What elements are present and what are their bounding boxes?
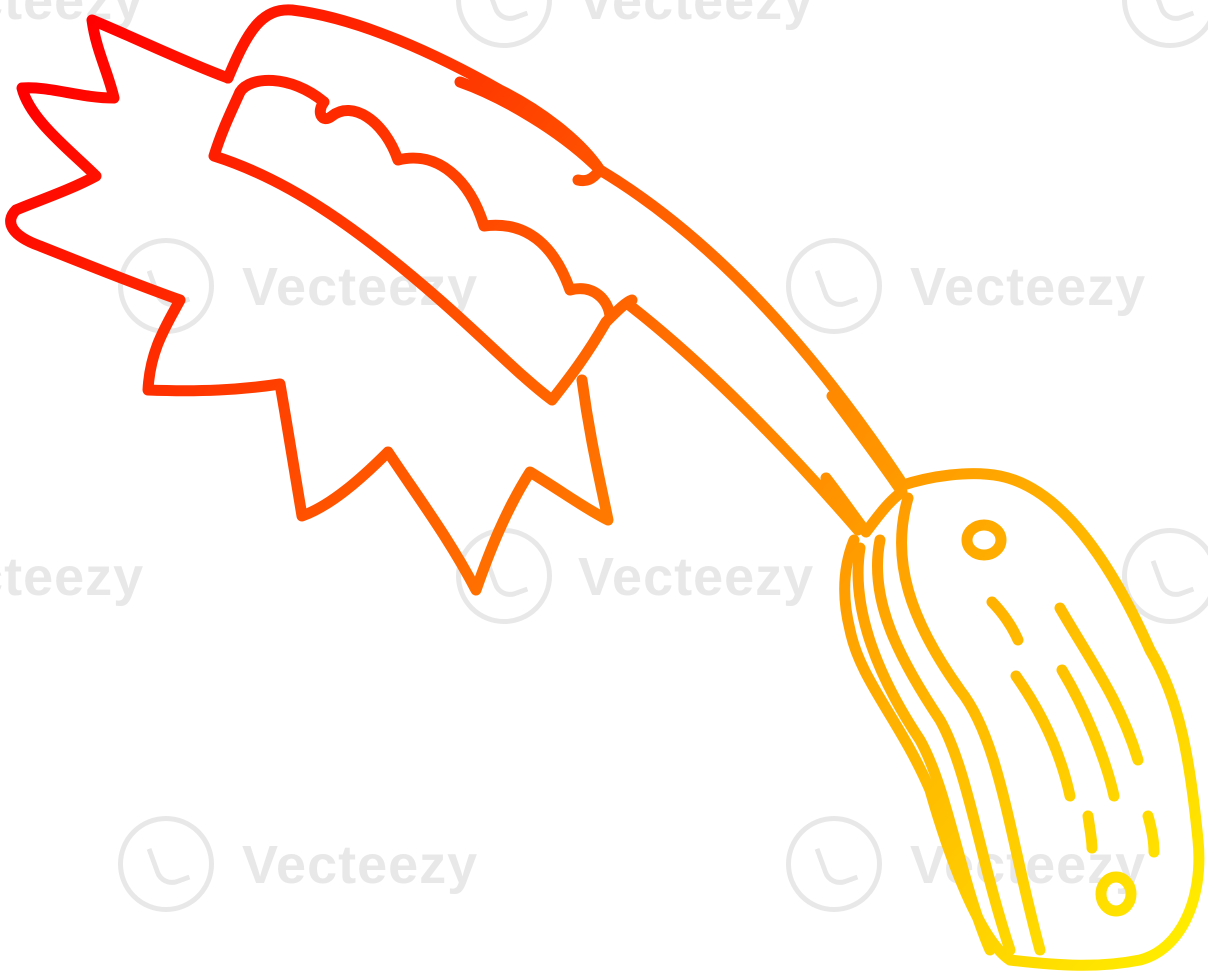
knife-blade xyxy=(222,4,906,536)
knife-handle-highlight xyxy=(1010,670,1076,802)
knife-handle-highlight xyxy=(1142,810,1160,858)
knife-handle-layer xyxy=(896,492,1046,956)
knife-handle-highlight xyxy=(1056,664,1120,802)
knife-blade-edge xyxy=(208,86,638,406)
watermark-text: Vecteezy xyxy=(242,257,479,317)
watermark-logo-icon xyxy=(118,816,214,912)
impact-burst xyxy=(5,14,614,596)
knife-rivet-top xyxy=(961,519,1007,561)
knife-rivet-bottom xyxy=(1095,871,1137,917)
watermark-text: Vecteezy xyxy=(0,547,145,607)
knife-bolster xyxy=(820,390,908,538)
knife-handle xyxy=(839,468,1205,971)
watermark-logo-icon xyxy=(786,238,882,334)
watermark-text: Vecteezy xyxy=(578,547,815,607)
watermark-text: Vecteezy xyxy=(578,0,815,31)
watermark-logo-icon xyxy=(786,816,882,912)
knife-handle-highlight xyxy=(1082,810,1098,854)
knife-handle-layer xyxy=(852,542,996,956)
knife-handle-layer xyxy=(871,534,1016,956)
watermark-text: Vecteezy xyxy=(242,835,479,895)
knife-blade-serration xyxy=(234,74,616,322)
watermark-logo-icon xyxy=(1122,528,1208,624)
watermark-text: Vecteezy xyxy=(910,257,1147,317)
knife-handle-highlight xyxy=(986,596,1024,646)
knife-handle-highlight xyxy=(1054,602,1144,766)
